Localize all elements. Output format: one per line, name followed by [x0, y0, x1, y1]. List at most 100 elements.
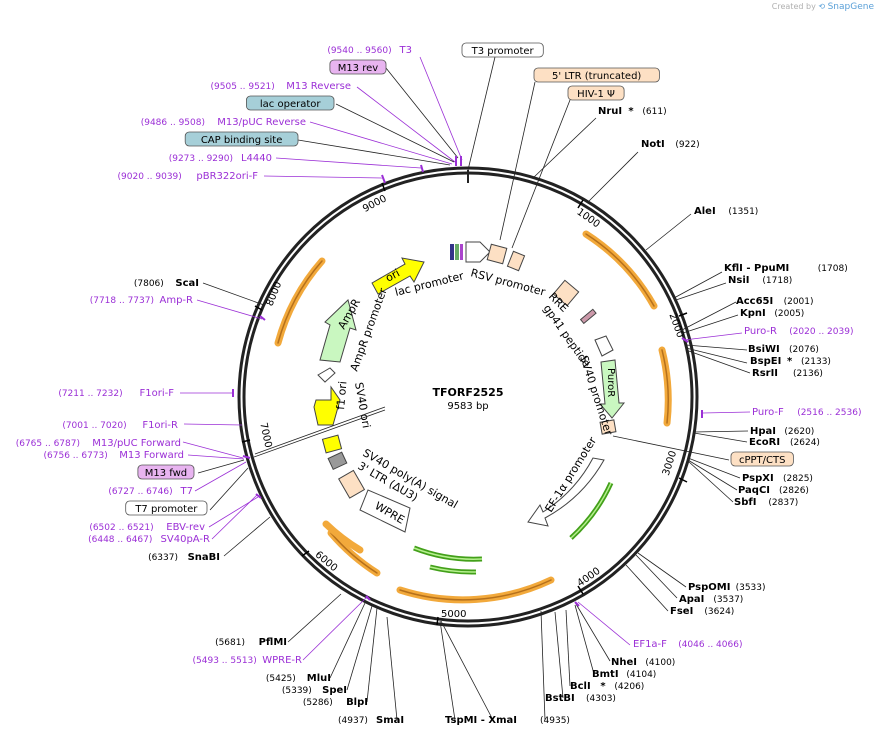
enzyme-bmti: BmtI	[592, 669, 619, 680]
leader-lines	[180, 56, 751, 721]
wpre-feature	[359, 489, 411, 533]
pos-pspomi: (3533)	[736, 583, 766, 593]
primer-amp-r: Amp-R	[160, 295, 194, 306]
pos-apai: (3537)	[713, 595, 743, 605]
pos-ecori: (2624)	[790, 438, 820, 448]
feature-box-lac-operator-text: lac operator	[260, 99, 321, 110]
enzyme-acc65i: Acc65I	[736, 296, 773, 307]
pos-nsii: (1718)	[762, 276, 792, 286]
green-arc-1-core	[570, 482, 612, 539]
primer-pbr322ori-f: pBR322ori-F	[196, 171, 258, 182]
enzyme-mlui: MluI	[307, 673, 331, 684]
ampr-arrow	[319, 299, 357, 363]
lac-promoter-arrow	[465, 241, 491, 263]
feature-box-hiv-1: HIV-1 Ψ	[567, 85, 625, 101]
orf-arc-1	[582, 230, 658, 310]
feature-box-lac-operator: lac operator	[245, 95, 335, 111]
enzyme-paqci: PaqCI	[738, 485, 770, 496]
enzyme-nhei: NheI	[611, 657, 637, 668]
ltr-feature	[486, 243, 508, 265]
primer-puro-r: Puro-R	[744, 326, 777, 337]
site-markers	[232, 156, 703, 607]
enzyme-bsiwi: BsiWI	[748, 344, 780, 355]
orf-arc-6-core	[277, 260, 323, 344]
snapgene-logo-icon: ⟲	[818, 2, 826, 11]
pos-snabi: (6337)	[148, 553, 178, 563]
cppt-feature	[599, 419, 617, 435]
pos-puro-f: (2516 .. 2536)	[797, 408, 861, 418]
pos-scai: (7806)	[134, 279, 164, 289]
pos-l4440: (9273 .. 9290)	[169, 154, 233, 164]
pos-rsrii: (2136)	[793, 369, 823, 379]
puror-arrow	[598, 359, 626, 419]
inner-label-sv40ori: SV40 ori	[352, 381, 373, 429]
pos-bmti: (4104)	[626, 670, 656, 680]
pos-kfli-ppumi: (1708)	[818, 264, 848, 274]
primer-f1ori-r: F1ori-R	[142, 420, 178, 431]
enzyme-smai: SmaI	[376, 715, 404, 726]
enzyme-kfli-ppumi: KflI - PpuMI	[724, 263, 789, 274]
feature-box-1	[450, 244, 454, 260]
pos-t3: (9540 .. 9560)	[327, 46, 391, 56]
pos-fsei: (3624)	[704, 607, 734, 617]
pos-bspei: (2133)	[801, 357, 831, 367]
pos-hpai: (2620)	[784, 427, 814, 437]
enzyme-pflmi: PflMI	[259, 637, 287, 648]
pos-pflmi: (5681)	[215, 638, 245, 648]
pos-spei: (5339)	[282, 686, 312, 696]
enzyme-bcli: BclI	[570, 681, 591, 692]
feature-box-cppt-cts-text: cPPT/CTS	[739, 455, 785, 466]
pos-blpi: (5286)	[303, 698, 333, 708]
psi-feature	[506, 250, 526, 272]
feature-box-t3-promoter: T3 promoter	[461, 42, 544, 58]
enzyme-kpni: KpnI	[740, 308, 766, 319]
pos-tspmi-xmai: (4935)	[540, 716, 570, 726]
pos-pspxi: (2825)	[783, 474, 813, 484]
enzyme-nrui: NruI	[598, 106, 622, 117]
pos-bstbi: (4303)	[586, 694, 616, 704]
pos-m13-puc-reverse: (9486 .. 9508)	[141, 118, 205, 128]
pos-m13-puc-forward: (6765 .. 6787)	[16, 439, 80, 449]
enzyme-sbfi: SbfI	[734, 497, 756, 508]
methylation-star-bspei: *	[787, 356, 793, 367]
pos-m13-forward: (6756 .. 6773)	[44, 451, 108, 461]
sv40-promoter-arrow	[594, 335, 614, 357]
pos-kpni: (2005)	[774, 309, 804, 319]
ori-arrow	[371, 257, 425, 295]
enzyme-fsei: FseI	[670, 606, 693, 617]
enzyme-hpai: HpaI	[750, 426, 776, 437]
enzyme-bstbi: BstBI	[545, 693, 575, 704]
enzyme-pspxi: PspXI	[742, 473, 774, 484]
pos-sbfi: (2837)	[768, 498, 798, 508]
pos-f1ori-r: (7001 .. 7020)	[62, 421, 126, 431]
f1ori-arrow	[313, 385, 341, 426]
pos-smai: (4937)	[338, 716, 368, 726]
inner-green-arcs	[413, 481, 614, 575]
feature-box-2	[455, 244, 459, 260]
gp41-feature	[579, 308, 597, 325]
plasmid-size: 9583 bp	[447, 401, 488, 412]
orf-arc-3-core	[399, 579, 552, 601]
sv40pa-feature	[327, 451, 348, 471]
enzyme-spei: SpeI	[322, 685, 347, 696]
pos-f1ori-f: (7211 .. 7232)	[58, 389, 122, 399]
pos-ef1a-f: (4046 .. 4066)	[678, 640, 742, 650]
primer-puro-f: Puro-F	[752, 407, 784, 418]
orf-arc-1-core	[585, 233, 655, 307]
ampr-promoter-arrow	[317, 367, 336, 383]
pos-bcli: (4206)	[614, 682, 644, 692]
tick-3000: 3000	[661, 449, 679, 477]
pos-ebv-rev: (6502 .. 6521)	[89, 523, 153, 533]
inner-label-f1ori: f1 ori	[334, 381, 349, 411]
primer-m13-reverse: M13 Reverse	[286, 81, 351, 92]
orf-arc-4-core	[330, 532, 378, 574]
tick-1000: 1000	[575, 207, 602, 231]
sv40ori-feature	[321, 434, 343, 454]
feature-box-t3-promoter-text: T3 promoter	[471, 46, 535, 57]
primer-m13-forward: M13 Forward	[119, 450, 184, 461]
enzyme-blpi: BlpI	[346, 697, 368, 708]
inner-label-rsv: RSV promoter	[469, 266, 547, 299]
enzyme-tspmi-xmai: TspMI - XmaI	[445, 715, 517, 726]
label-layer: NruI*(611)NotI(922)AleI(1351)KflI - PpuM…	[16, 42, 861, 726]
methylation-star-bcli: *	[600, 681, 606, 692]
